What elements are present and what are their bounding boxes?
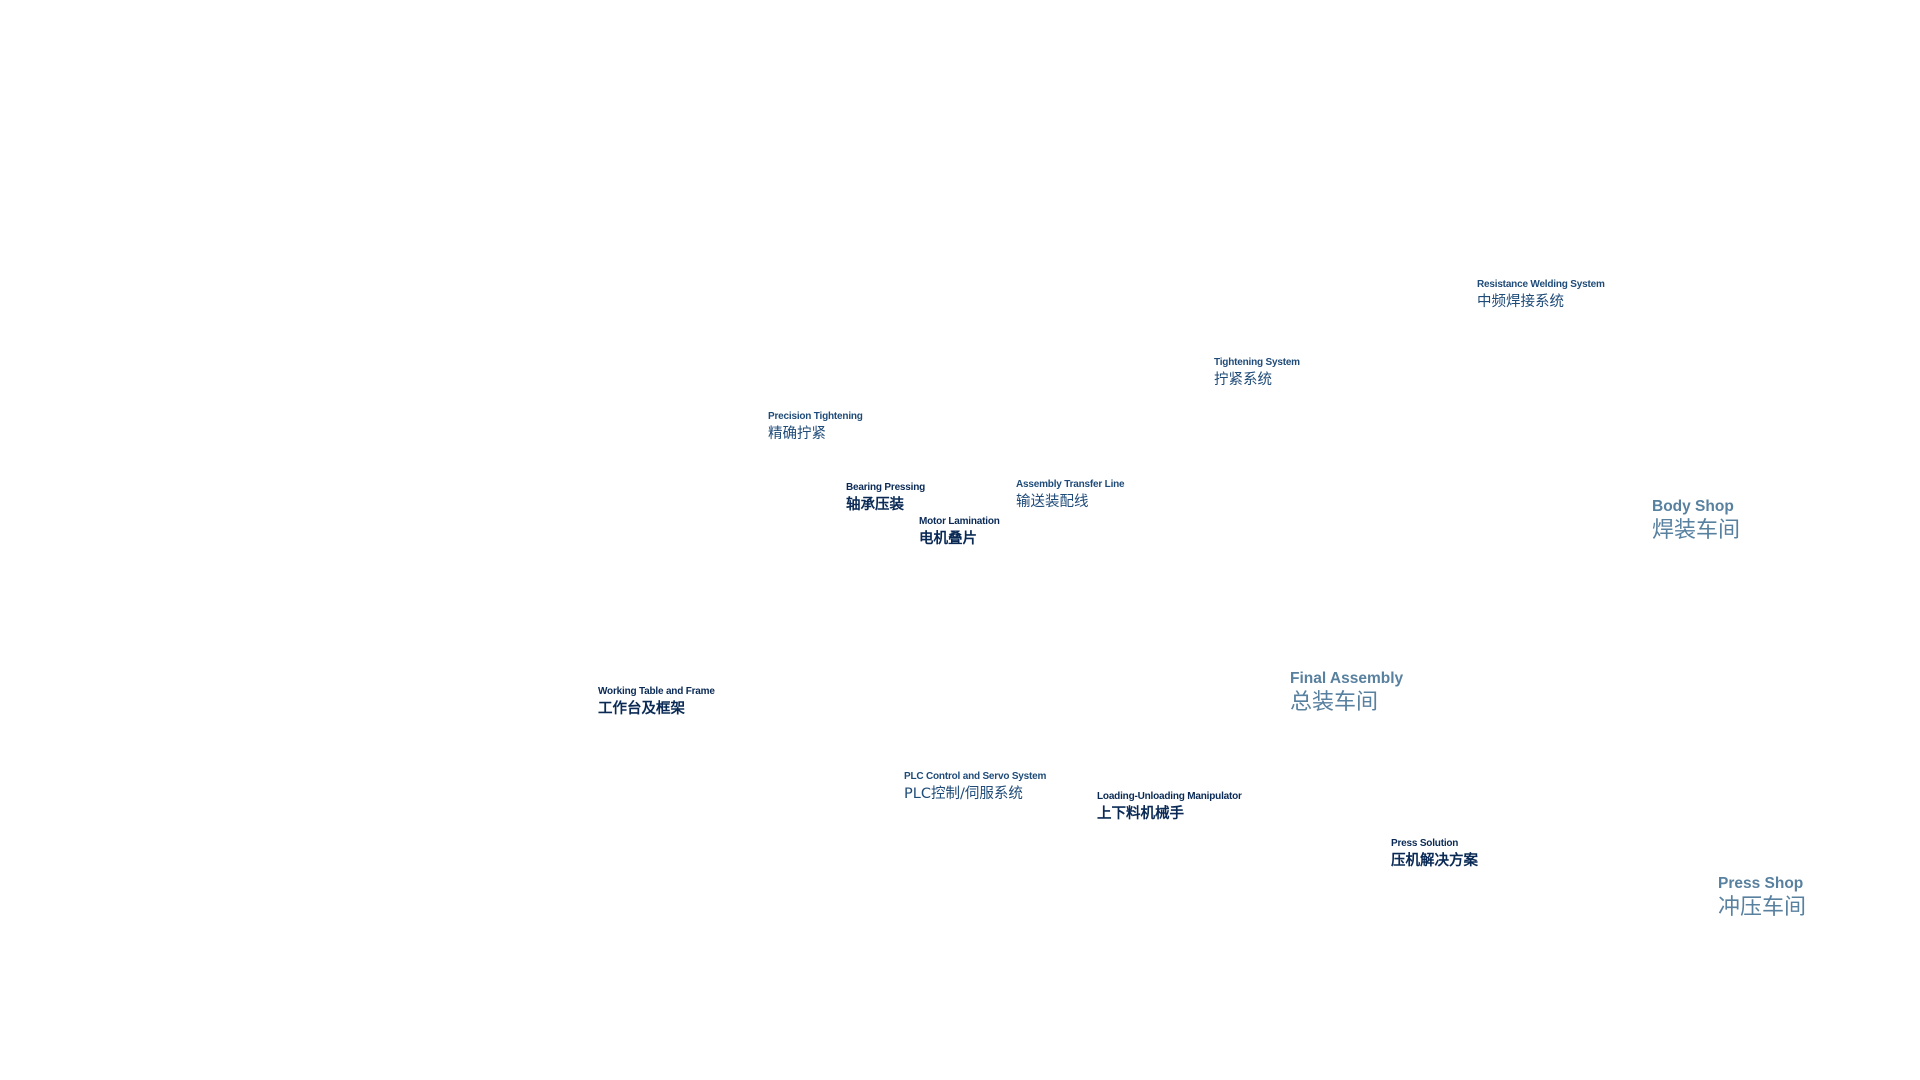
label-en: Assembly Transfer Line — [1016, 479, 1125, 490]
motor-lamination-label: Motor Lamination 电机叠片 — [919, 516, 1000, 547]
shop-zh: 焊装车间 — [1652, 517, 1741, 543]
label-zh: 上下料机械手 — [1097, 805, 1184, 822]
label-zh: 精确拧紧 — [768, 425, 826, 442]
body-shop-heading: Body Shop 焊装车间 — [1652, 498, 1740, 543]
label-en: PLC Control and Servo System — [904, 771, 1047, 782]
precision-tightening-label: Precision Tightening 精确拧紧 — [768, 411, 863, 442]
label-en: Resistance Welding System — [1477, 279, 1605, 290]
tightening-system-label: Tightening System 拧紧系统 — [1214, 357, 1300, 388]
label-en: Loading-Unloading Manipulator — [1097, 791, 1242, 802]
label-en: Bearing Pressing — [846, 482, 926, 493]
shop-en: Final Assembly — [1290, 670, 1404, 687]
resistance-welding-system-label: Resistance Welding System 中频焊接系统 — [1477, 279, 1605, 310]
label-zh: 工作台及框架 — [598, 700, 685, 717]
label-en: Tightening System — [1214, 357, 1300, 368]
shop-en: Press Shop — [1718, 875, 1804, 892]
shop-zh: 冲压车间 — [1718, 894, 1807, 920]
label-en: Press Solution — [1391, 838, 1459, 849]
label-zh: PLC控制/伺服系统 — [904, 785, 1023, 802]
loading-unloading-manipulator-label: Loading-Unloading Manipulator 上下料机械手 — [1097, 791, 1242, 822]
shop-zh: 总装车间 — [1290, 689, 1379, 715]
shop-en: Body Shop — [1652, 498, 1734, 515]
label-en: Precision Tightening — [768, 411, 863, 422]
bearing-pressing-label: Bearing Pressing 轴承压装 — [846, 482, 925, 513]
label-en: Working Table and Frame — [598, 686, 715, 697]
plc-control-servo-label: PLC Control and Servo System PLC控制/伺服系统 — [904, 771, 1046, 802]
label-zh: 输送装配线 — [1016, 493, 1089, 510]
label-zh: 中频焊接系统 — [1477, 293, 1564, 310]
label-zh: 压机解决方案 — [1391, 852, 1478, 869]
final-assembly-heading: Final Assembly 总装车间 — [1290, 670, 1403, 715]
working-table-frame-label: Working Table and Frame 工作台及框架 — [598, 686, 715, 717]
press-shop-heading: Press Shop 冲压车间 — [1718, 875, 1806, 920]
assembly-transfer-line-label: Assembly Transfer Line 输送装配线 — [1016, 479, 1125, 510]
label-en: Motor Lamination — [919, 516, 1000, 527]
label-zh: 拧紧系统 — [1214, 371, 1272, 388]
label-zh: 轴承压装 — [846, 496, 904, 513]
label-zh: 电机叠片 — [919, 530, 977, 547]
press-solution-label: Press Solution 压机解决方案 — [1391, 838, 1478, 869]
